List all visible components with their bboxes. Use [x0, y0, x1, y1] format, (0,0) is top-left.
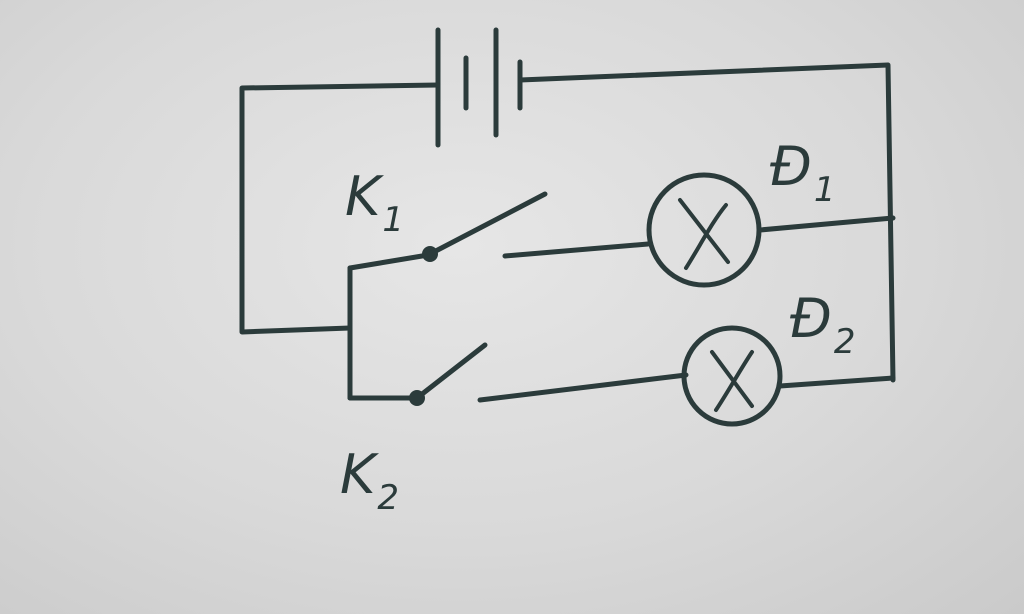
wire-k2-to-lamp2	[477, 372, 689, 403]
wire-lamp2-to-right	[777, 375, 896, 389]
label-k1-subscript: 1	[382, 200, 405, 240]
battery	[435, 27, 523, 148]
lamp-d2-circle	[681, 325, 783, 427]
label-d1-letter: Đ	[770, 135, 812, 198]
label-d2-subscript: 2	[833, 322, 856, 362]
wire-left-loop	[239, 82, 441, 335]
lamp-d2	[681, 325, 783, 427]
wire-top-right	[517, 62, 896, 383]
k1-blade	[427, 191, 548, 257]
label-k2-subscript: 2	[377, 478, 400, 518]
lamp-d2-cross	[710, 350, 754, 412]
switch-k2	[347, 342, 488, 406]
wire-lamp1-to-right	[757, 215, 896, 233]
wire-to-k1	[347, 252, 431, 271]
switch-k1	[347, 191, 548, 271]
lamp-d1	[646, 172, 762, 288]
label-d1-subscript: 1	[813, 170, 836, 210]
label-k1-letter: K	[345, 165, 381, 228]
lamp-d1-cross	[678, 198, 730, 270]
label-d2-letter: Đ	[790, 287, 832, 350]
wire-k1-to-lamp1	[502, 241, 651, 259]
k2-blade	[414, 342, 488, 401]
label-d1: Đ1	[770, 140, 836, 208]
label-k2-letter: K	[340, 443, 376, 506]
label-k1: K1	[345, 170, 404, 238]
label-k2: K2	[340, 448, 399, 516]
label-d2: Đ2	[790, 292, 856, 360]
